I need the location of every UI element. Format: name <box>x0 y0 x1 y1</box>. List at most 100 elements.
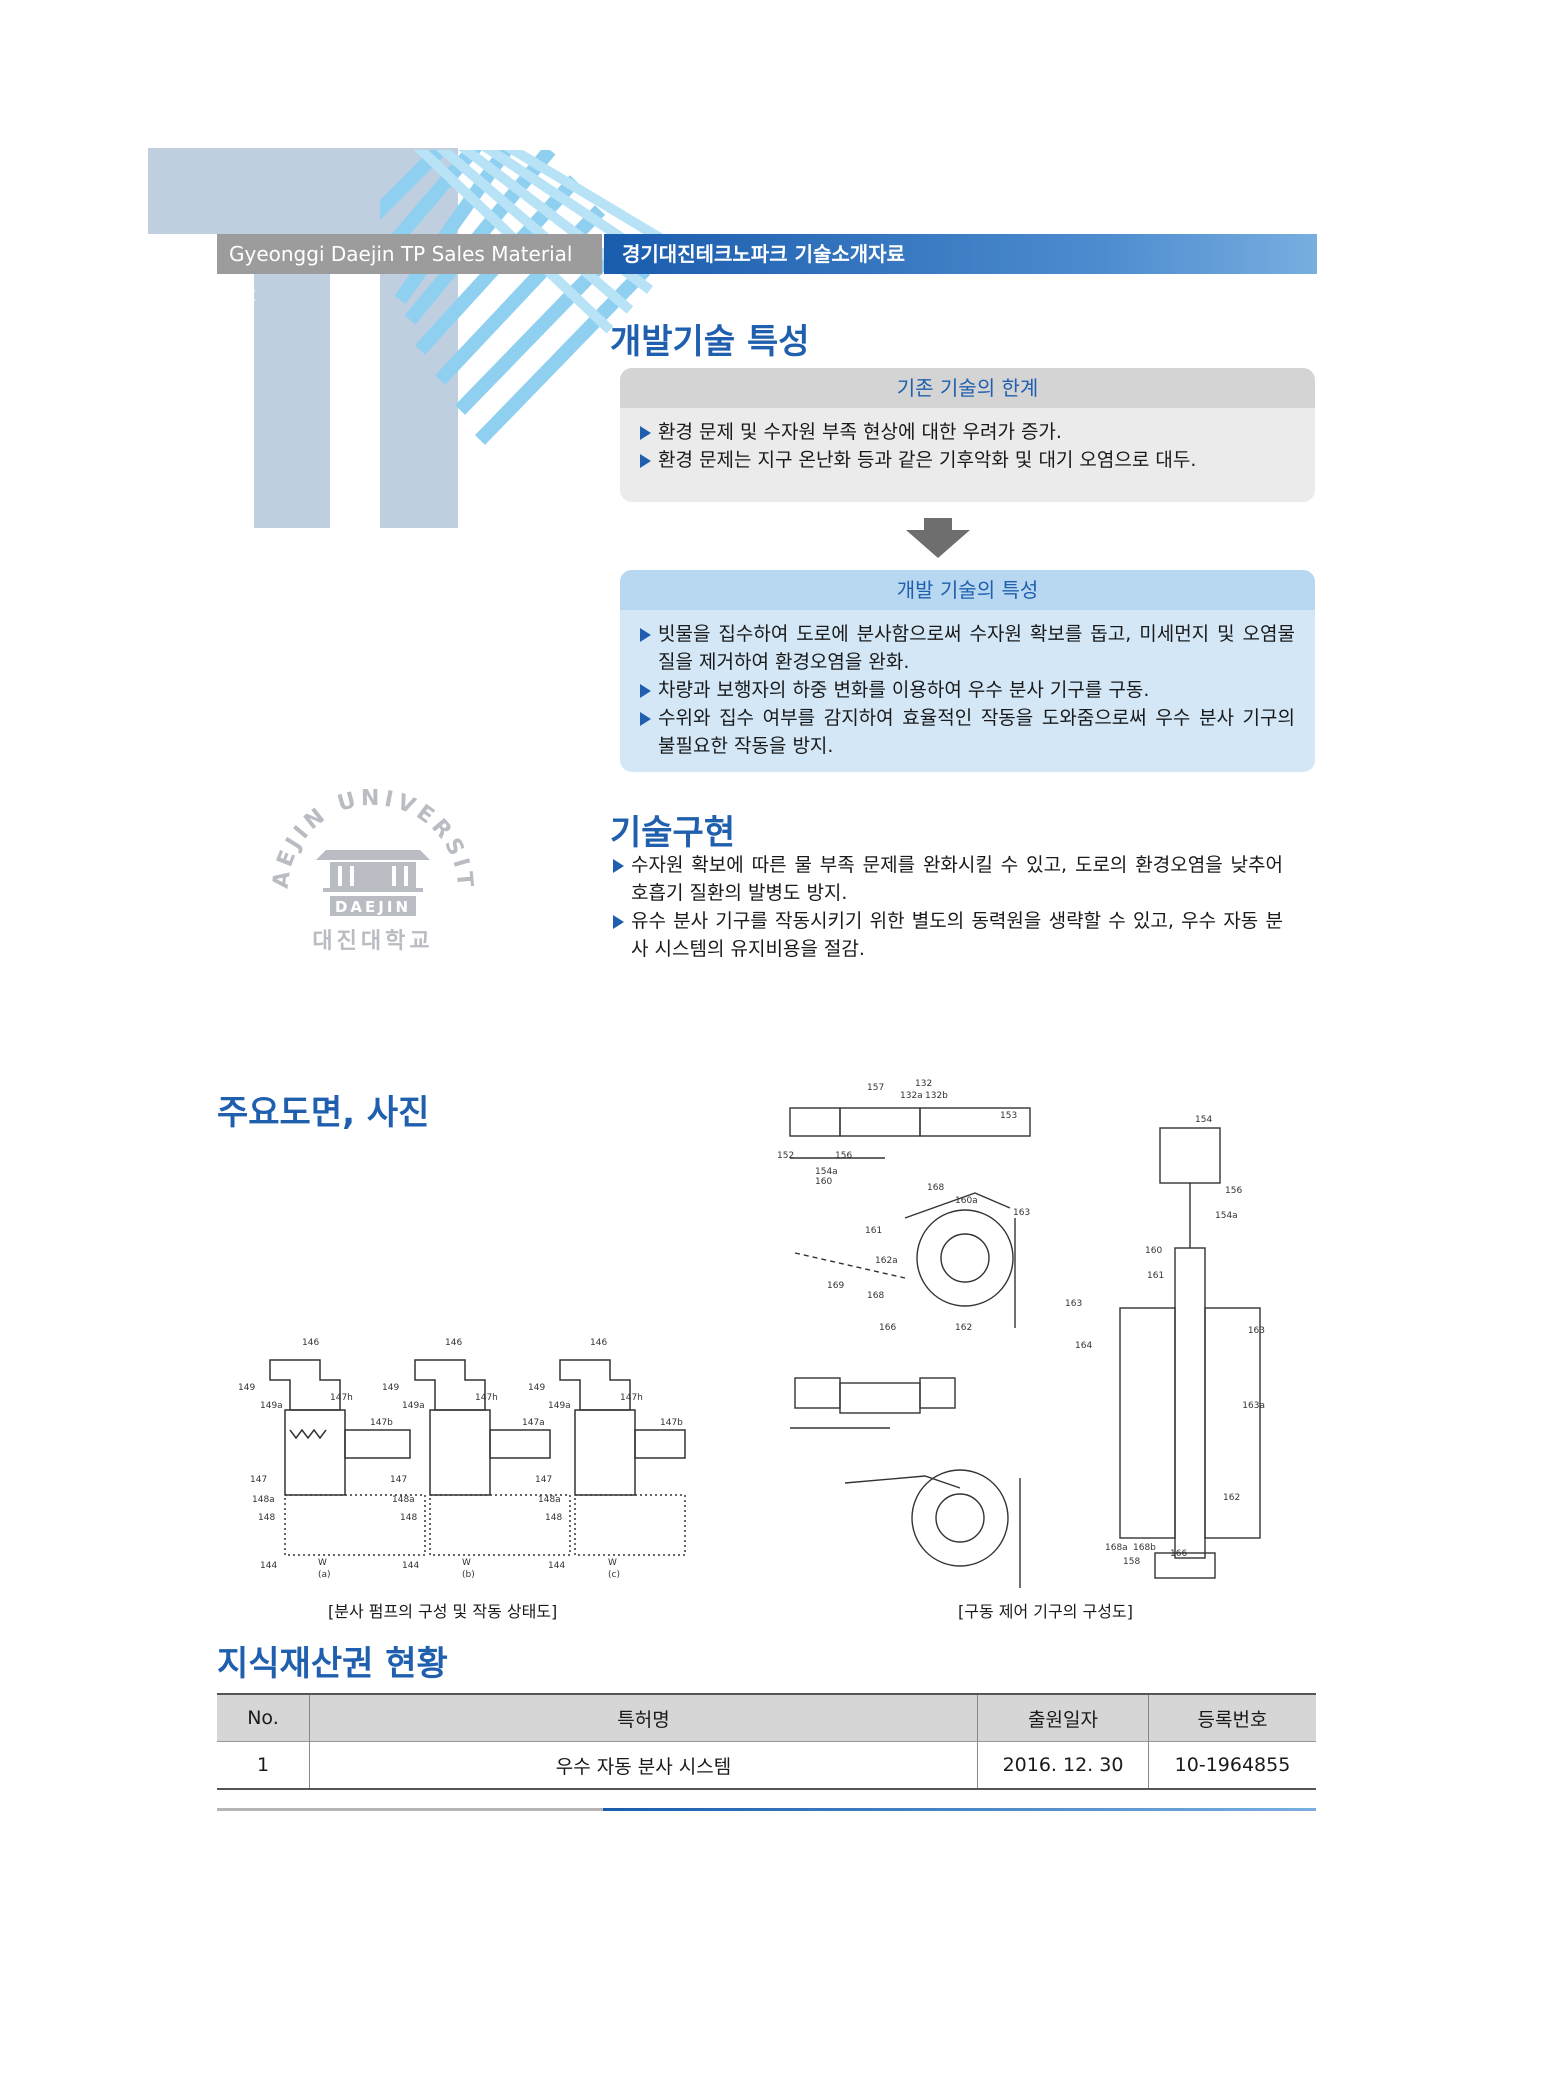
feature-item: 차량과 보행자의 하중 변화를 이용하여 우수 분사 기구를 구동. <box>640 676 1295 704</box>
table-cell: 10-1964855 <box>1148 1741 1316 1790</box>
column-header: 특허명 <box>309 1693 978 1742</box>
pump-label: 149 <box>382 1383 399 1393</box>
drive-caption: [구동 제어 기구의 구성도] <box>958 1602 1133 1621</box>
limitation-item: 환경 문제는 지구 온난화 등과 같은 기후악화 및 대기 오염으로 대두. <box>640 446 1295 474</box>
pump-label: 146 <box>302 1338 319 1348</box>
bullet-triangle-icon <box>640 454 651 468</box>
drive-label: 160 <box>1145 1246 1162 1256</box>
ip-status-title: 지식재산권 현황 <box>217 1644 448 1684</box>
pump-label: 147 <box>250 1475 267 1485</box>
pump-label: 144 <box>402 1561 419 1571</box>
drive-label: 163 <box>1013 1208 1030 1218</box>
header-left-label: Gyeonggi Daejin TP Sales Material Kit <box>217 234 602 306</box>
bullet-triangle-icon <box>640 712 651 726</box>
pump-label: 144 <box>548 1561 565 1571</box>
drive-label: 132b <box>925 1091 948 1101</box>
pump-label: 147b <box>660 1418 683 1428</box>
university-seal-logo: DAEJIN UNIVERSITY DAEJIN 대진대학교 <box>268 770 473 954</box>
pump-label: 147h <box>330 1393 353 1403</box>
down-arrow-icon <box>906 518 970 558</box>
pump-label: 147 <box>535 1475 552 1485</box>
column-header: 출원일자 <box>977 1693 1149 1742</box>
drive-drawing: 154 156 154a 160 161 163 164 163 163a 16… <box>775 1078 1275 1598</box>
drive-label: 166 <box>879 1323 896 1333</box>
pump-label: 149a <box>402 1401 425 1411</box>
pump-label: 144 <box>260 1561 277 1571</box>
pump-label: 147h <box>620 1393 643 1403</box>
pump-label: 147h <box>475 1393 498 1403</box>
feature-item: 빗물을 집수하여 도로에 분사함으로써 수자원 확보를 돕고, 미세먼지 및 오… <box>640 620 1295 676</box>
pump-label: 148 <box>545 1513 562 1523</box>
bullet-triangle-icon <box>640 628 651 642</box>
drive-label: 168a <box>1105 1543 1128 1553</box>
drive-label: 163 <box>1065 1299 1082 1309</box>
footer-line-blue <box>603 1808 1316 1811</box>
drive-label: 160 <box>815 1177 832 1187</box>
drawings-title: 주요도면, 사진 <box>217 1093 430 1133</box>
drive-label: 157 <box>867 1083 884 1093</box>
bullet-triangle-icon <box>640 426 651 440</box>
pump-label: 147b <box>370 1418 393 1428</box>
column-header: No. <box>217 1693 310 1742</box>
pump-label: 149 <box>528 1383 545 1393</box>
column-header: 등록번호 <box>1148 1693 1316 1742</box>
drive-label: 162 <box>1223 1493 1240 1503</box>
pump-label: 147a <box>522 1418 545 1428</box>
implementation-title: 기술구현 <box>610 813 736 853</box>
pump-label: 146 <box>590 1338 607 1348</box>
bullet-triangle-icon <box>613 915 624 929</box>
drive-label: 154a <box>815 1167 838 1177</box>
pump-label: (b) <box>462 1570 475 1580</box>
drive-label: 163 <box>1248 1326 1265 1336</box>
feature-item: 수위와 집수 여부를 감지하여 효율적인 작동을 도와줌으로써 우수 분사 기구… <box>640 704 1295 760</box>
pump-caption: [분사 펌프의 구성 및 작동 상태도] <box>328 1602 558 1621</box>
seal-korean-text: 대진대학교 <box>312 929 433 954</box>
drive-label: 163a <box>1242 1401 1265 1411</box>
drive-label: 161 <box>865 1226 882 1236</box>
pump-label: 149a <box>548 1401 571 1411</box>
pump-label: 146 <box>445 1338 462 1348</box>
pump-label: W <box>608 1558 617 1568</box>
pump-label: 148a <box>538 1495 561 1505</box>
drive-label: 156 <box>835 1151 852 1161</box>
pump-label: 148 <box>258 1513 275 1523</box>
table-cell: 우수 자동 분사 시스템 <box>309 1741 978 1790</box>
limitation-item: 환경 문제 및 수자원 부족 현상에 대한 우려가 증가. <box>640 418 1295 446</box>
drive-label: 160a <box>955 1196 978 1206</box>
drive-label: 161 <box>1147 1271 1164 1281</box>
pump-drawing: 146 146 146 149 149 149 149a 149a 149a 1… <box>230 1320 690 1580</box>
drive-label: 166 <box>1170 1549 1187 1559</box>
pump-label: 149a <box>260 1401 283 1411</box>
pump-label: (a) <box>318 1570 331 1580</box>
drive-label: 132 <box>915 1079 932 1089</box>
drive-label: 164 <box>1075 1341 1092 1351</box>
implementation-list: 수자원 확보에 따른 물 부족 문제를 완화시킬 수 있고, 도로의 환경오염을… <box>613 851 1283 963</box>
drive-label: 168b <box>1133 1543 1156 1553</box>
drive-label: 154 <box>1195 1115 1212 1125</box>
header-right-label: 경기대진테크노파크 기술소개자료 <box>604 234 1317 274</box>
seal-banner-text: DAEJIN <box>335 898 411 916</box>
drive-label: 152 <box>777 1151 794 1161</box>
drive-label: 168 <box>927 1183 944 1193</box>
implementation-item: 유수 분사 기구를 작동시키기 위한 별도의 동력원을 생략할 수 있고, 우수… <box>613 907 1283 963</box>
drive-label: 168 <box>867 1291 884 1301</box>
feature-heading: 개발 기술의 특성 <box>620 570 1315 610</box>
bullet-triangle-icon <box>640 684 651 698</box>
pump-label: 148a <box>392 1495 415 1505</box>
drive-label: 162 <box>955 1323 972 1333</box>
dev-features-title: 개발기술 특성 <box>610 322 810 362</box>
pump-label: 148 <box>400 1513 417 1523</box>
pump-label: 147 <box>390 1475 407 1485</box>
feature-box: 개발 기술의 특성 빗물을 집수하여 도로에 분사함으로써 수자원 확보를 돕고… <box>620 570 1315 772</box>
bullet-triangle-icon <box>613 859 624 873</box>
table-cell: 1 <box>217 1741 310 1790</box>
logo-block-stem-left <box>254 148 330 528</box>
drive-label: 153 <box>1000 1111 1017 1121</box>
pump-label: (c) <box>608 1570 620 1580</box>
pump-label: W <box>462 1558 471 1568</box>
drive-label: 158 <box>1123 1557 1140 1567</box>
limitation-heading: 기존 기술의 한계 <box>620 368 1315 408</box>
drive-label: 156 <box>1225 1186 1242 1196</box>
implementation-item: 수자원 확보에 따른 물 부족 문제를 완화시킬 수 있고, 도로의 환경오염을… <box>613 851 1283 907</box>
drive-label: 162a <box>875 1256 898 1266</box>
